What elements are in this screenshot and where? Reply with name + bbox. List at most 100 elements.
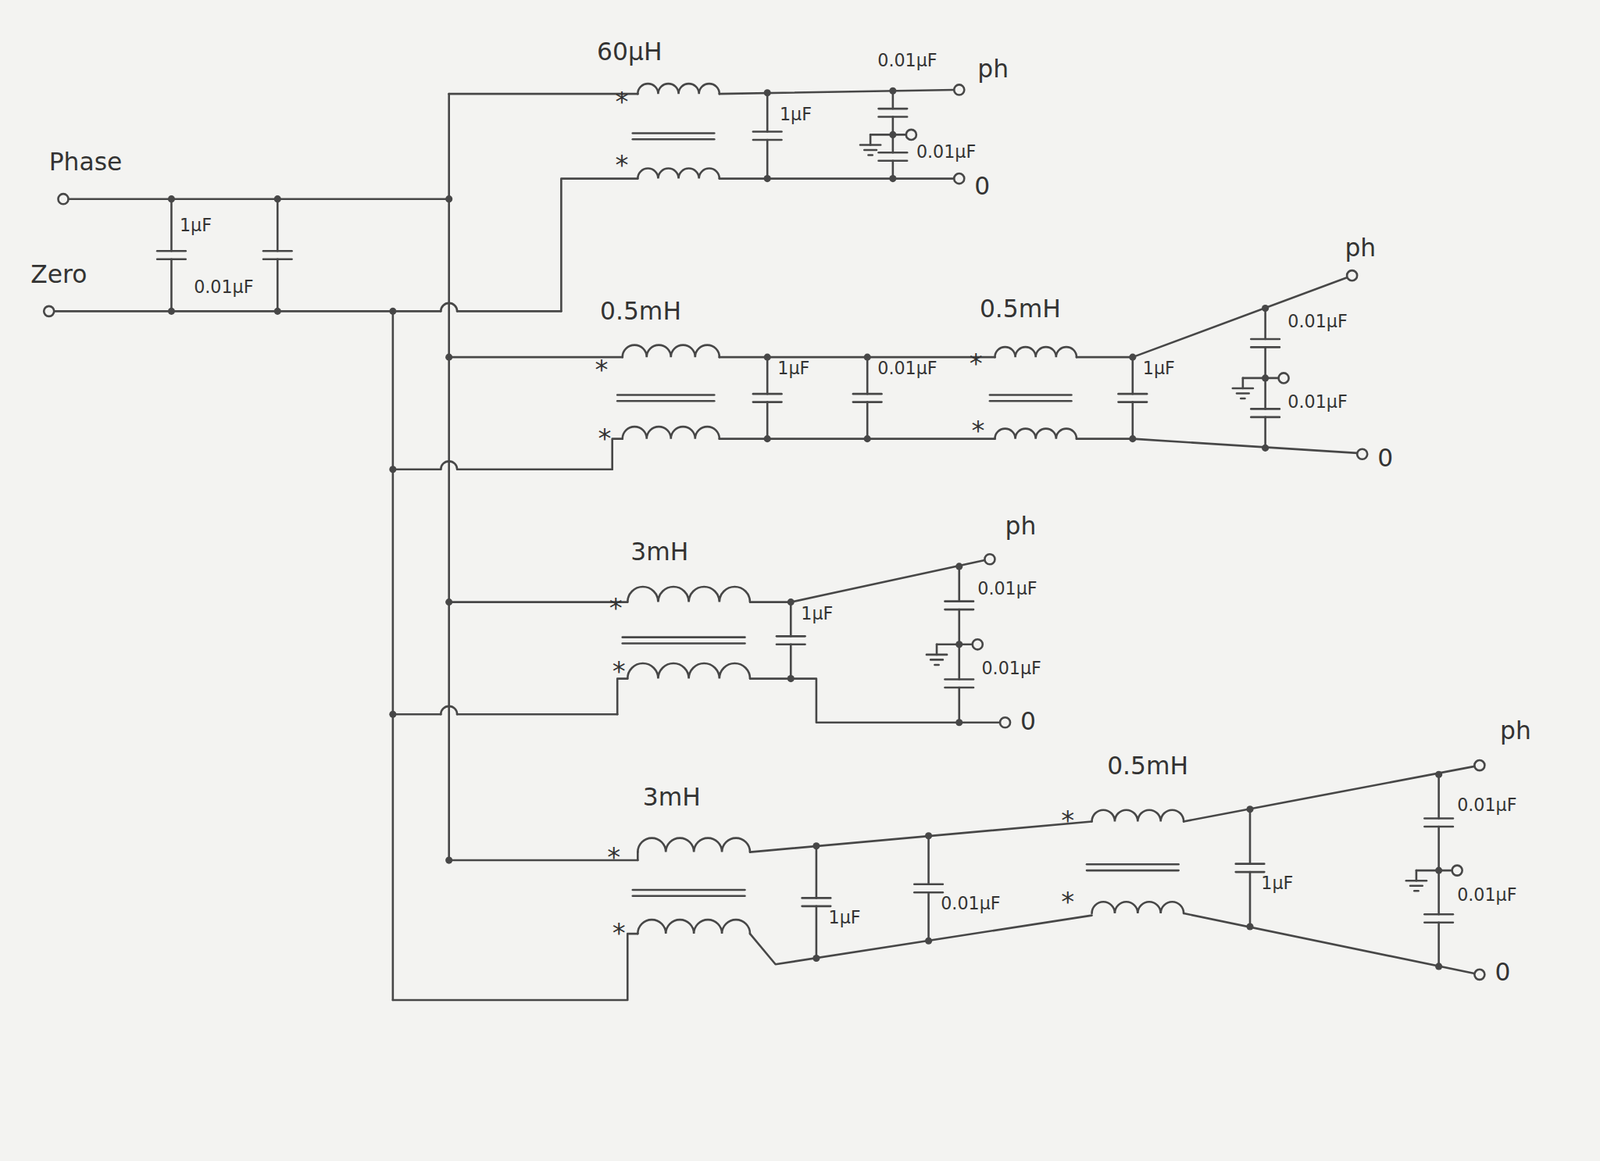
terminal-name: 0 xyxy=(1020,707,1036,735)
terminal-name: ph xyxy=(1005,513,1037,540)
capacitor-value: 0.01μF xyxy=(940,893,1000,913)
capacitor-plate xyxy=(753,392,783,396)
terminal xyxy=(1346,270,1358,281)
junction-dot xyxy=(764,353,772,361)
junction-dot xyxy=(889,175,897,183)
ground-symbol xyxy=(934,664,939,667)
polarity-mark: * xyxy=(969,349,983,379)
wire xyxy=(957,687,961,723)
wire xyxy=(957,566,961,602)
junction-dot xyxy=(889,131,897,139)
terminal-name: ph xyxy=(1500,717,1532,744)
junction-dot xyxy=(274,195,282,203)
junction-dot xyxy=(864,435,872,443)
ground-symbol xyxy=(935,644,939,655)
wire xyxy=(49,310,393,313)
capacitor-plate xyxy=(1424,817,1454,820)
polarity-mark: * xyxy=(594,355,608,385)
terminal xyxy=(984,553,995,565)
wire xyxy=(449,600,629,604)
capacitor-plate xyxy=(914,882,943,886)
wire xyxy=(1183,766,1475,822)
wire xyxy=(170,199,173,252)
choke-core xyxy=(632,894,746,897)
inductor-winding xyxy=(627,586,750,603)
wire xyxy=(1076,439,1358,454)
wire xyxy=(866,357,869,394)
terminal xyxy=(1357,449,1368,460)
wire xyxy=(1076,277,1347,358)
wire xyxy=(560,178,638,312)
junction-dot xyxy=(445,195,453,203)
ground-symbol xyxy=(926,653,947,657)
phase-bus xyxy=(447,93,450,861)
wire xyxy=(766,92,769,133)
wire xyxy=(750,678,1000,723)
capacitor-value: 1μF xyxy=(828,907,861,927)
junction-dot xyxy=(1128,353,1136,361)
ground-symbol xyxy=(1414,889,1418,893)
terminal xyxy=(906,129,917,140)
terminal xyxy=(953,84,965,95)
terminal-name: ph xyxy=(977,56,1009,83)
junction-dot xyxy=(1435,867,1443,875)
wire xyxy=(1264,307,1267,340)
ground-symbol xyxy=(1415,870,1418,881)
wire-crossover xyxy=(440,460,458,469)
ground-symbol xyxy=(1232,387,1254,390)
wire xyxy=(750,821,1093,852)
capacitor-value: 1μF xyxy=(179,216,212,236)
wire xyxy=(1437,870,1440,915)
capacitor-plate xyxy=(1424,913,1454,916)
polarity-mark: * xyxy=(971,416,985,446)
ground-symbol xyxy=(860,143,881,147)
ground-symbol xyxy=(864,149,877,152)
ground-symbol xyxy=(930,658,943,661)
capacitor-value: 1μF xyxy=(777,359,810,379)
capacitor-plate xyxy=(802,896,832,900)
terminal xyxy=(1474,969,1485,980)
capacitor-plate xyxy=(1250,338,1280,341)
wire xyxy=(789,644,793,679)
ground-symbol xyxy=(1410,884,1423,887)
inductor-value: 0.5mH xyxy=(979,296,1061,323)
capacitor-plate xyxy=(1235,862,1265,865)
choke-core xyxy=(617,393,715,397)
ground-symbol xyxy=(869,134,872,145)
wire xyxy=(1264,417,1267,449)
wire xyxy=(1249,871,1252,927)
junction-dot xyxy=(1435,771,1443,779)
wire xyxy=(719,89,954,94)
wire xyxy=(63,197,450,200)
inductor-winding xyxy=(637,168,719,179)
terminal-name: Phase xyxy=(49,149,123,176)
terminal xyxy=(1278,372,1290,383)
junction-dot xyxy=(787,675,795,683)
junction-dot xyxy=(1435,962,1443,970)
junction-dot xyxy=(1261,444,1269,452)
wire xyxy=(392,713,441,716)
terminal xyxy=(1452,865,1463,876)
junction-dot xyxy=(167,195,175,203)
junction-dot xyxy=(955,640,963,648)
inductor-winding xyxy=(1092,901,1185,914)
wire xyxy=(927,835,930,885)
polarity-mark: * xyxy=(607,842,621,872)
terminal xyxy=(43,306,54,317)
wire-crossover xyxy=(440,303,458,311)
wire xyxy=(815,906,818,959)
choke-core xyxy=(622,635,746,639)
junction-dot xyxy=(812,842,820,850)
wire xyxy=(170,259,173,312)
choke-core xyxy=(617,400,715,403)
junction-dot xyxy=(925,937,933,945)
capacitor-value: 0.01μF xyxy=(193,277,254,297)
wire xyxy=(1131,402,1134,440)
terminal-name: 0 xyxy=(1494,959,1511,986)
junction-dot xyxy=(167,307,175,315)
capacitor-plate xyxy=(944,600,974,603)
capacitor-plate xyxy=(853,392,883,396)
capacitor-plate xyxy=(753,130,783,133)
inductor-value: 3mH xyxy=(642,783,701,811)
